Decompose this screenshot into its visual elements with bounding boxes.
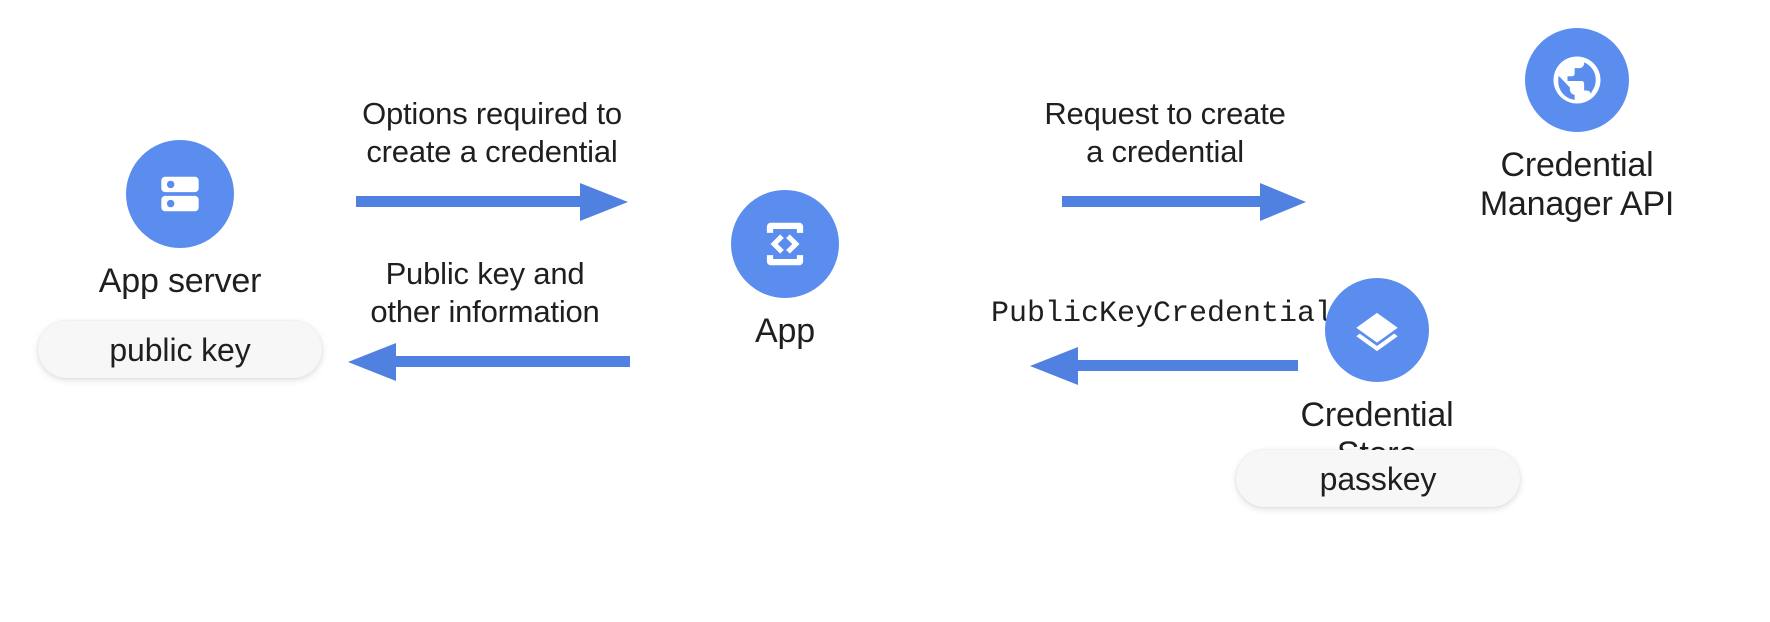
node-label-app-server: App server (98, 262, 262, 300)
node-credential-store: Credential Store (1256, 278, 1498, 474)
arrow-caption-public-key-response: Public key and other information (370, 256, 600, 329)
arrow-right-glyph (356, 182, 628, 221)
arrow-caption-request-to-create: Request to create a credential (1044, 96, 1286, 169)
node-label-app: App (755, 312, 815, 350)
pill-public-key-label: public key (109, 331, 251, 368)
server-icon (126, 140, 234, 248)
arrow-left-glyph (348, 342, 630, 381)
node-app-server: App server (40, 140, 320, 301)
layers-icon (1325, 278, 1429, 382)
arrow-options-required: Options required to create a credential (356, 95, 628, 223)
node-label-credential-manager-api: Credential Manager API (1479, 146, 1675, 223)
arrow-right-glyph (1062, 182, 1306, 221)
arrow-left-glyph (1030, 346, 1298, 385)
node-credential-manager-api: Credential Manager API (1452, 28, 1702, 224)
pill-passkey: passkey (1236, 450, 1520, 507)
pill-passkey-label: passkey (1319, 460, 1437, 497)
arrow-caption-public-key-credential: PublicKeyCredential (990, 297, 1334, 331)
arrow-request-to-create: Request to create a credential (1020, 95, 1310, 223)
globe-icon (1525, 28, 1629, 132)
arrow-public-key-credential: PublicKeyCredential (991, 296, 1333, 387)
node-app: App (675, 190, 895, 351)
mobile-code-icon (731, 190, 839, 298)
arrow-caption-options-required: Options required to create a credential (362, 96, 622, 169)
pill-public-key: public key (38, 321, 322, 378)
arrow-public-key-response: Public key and other information (340, 255, 630, 383)
